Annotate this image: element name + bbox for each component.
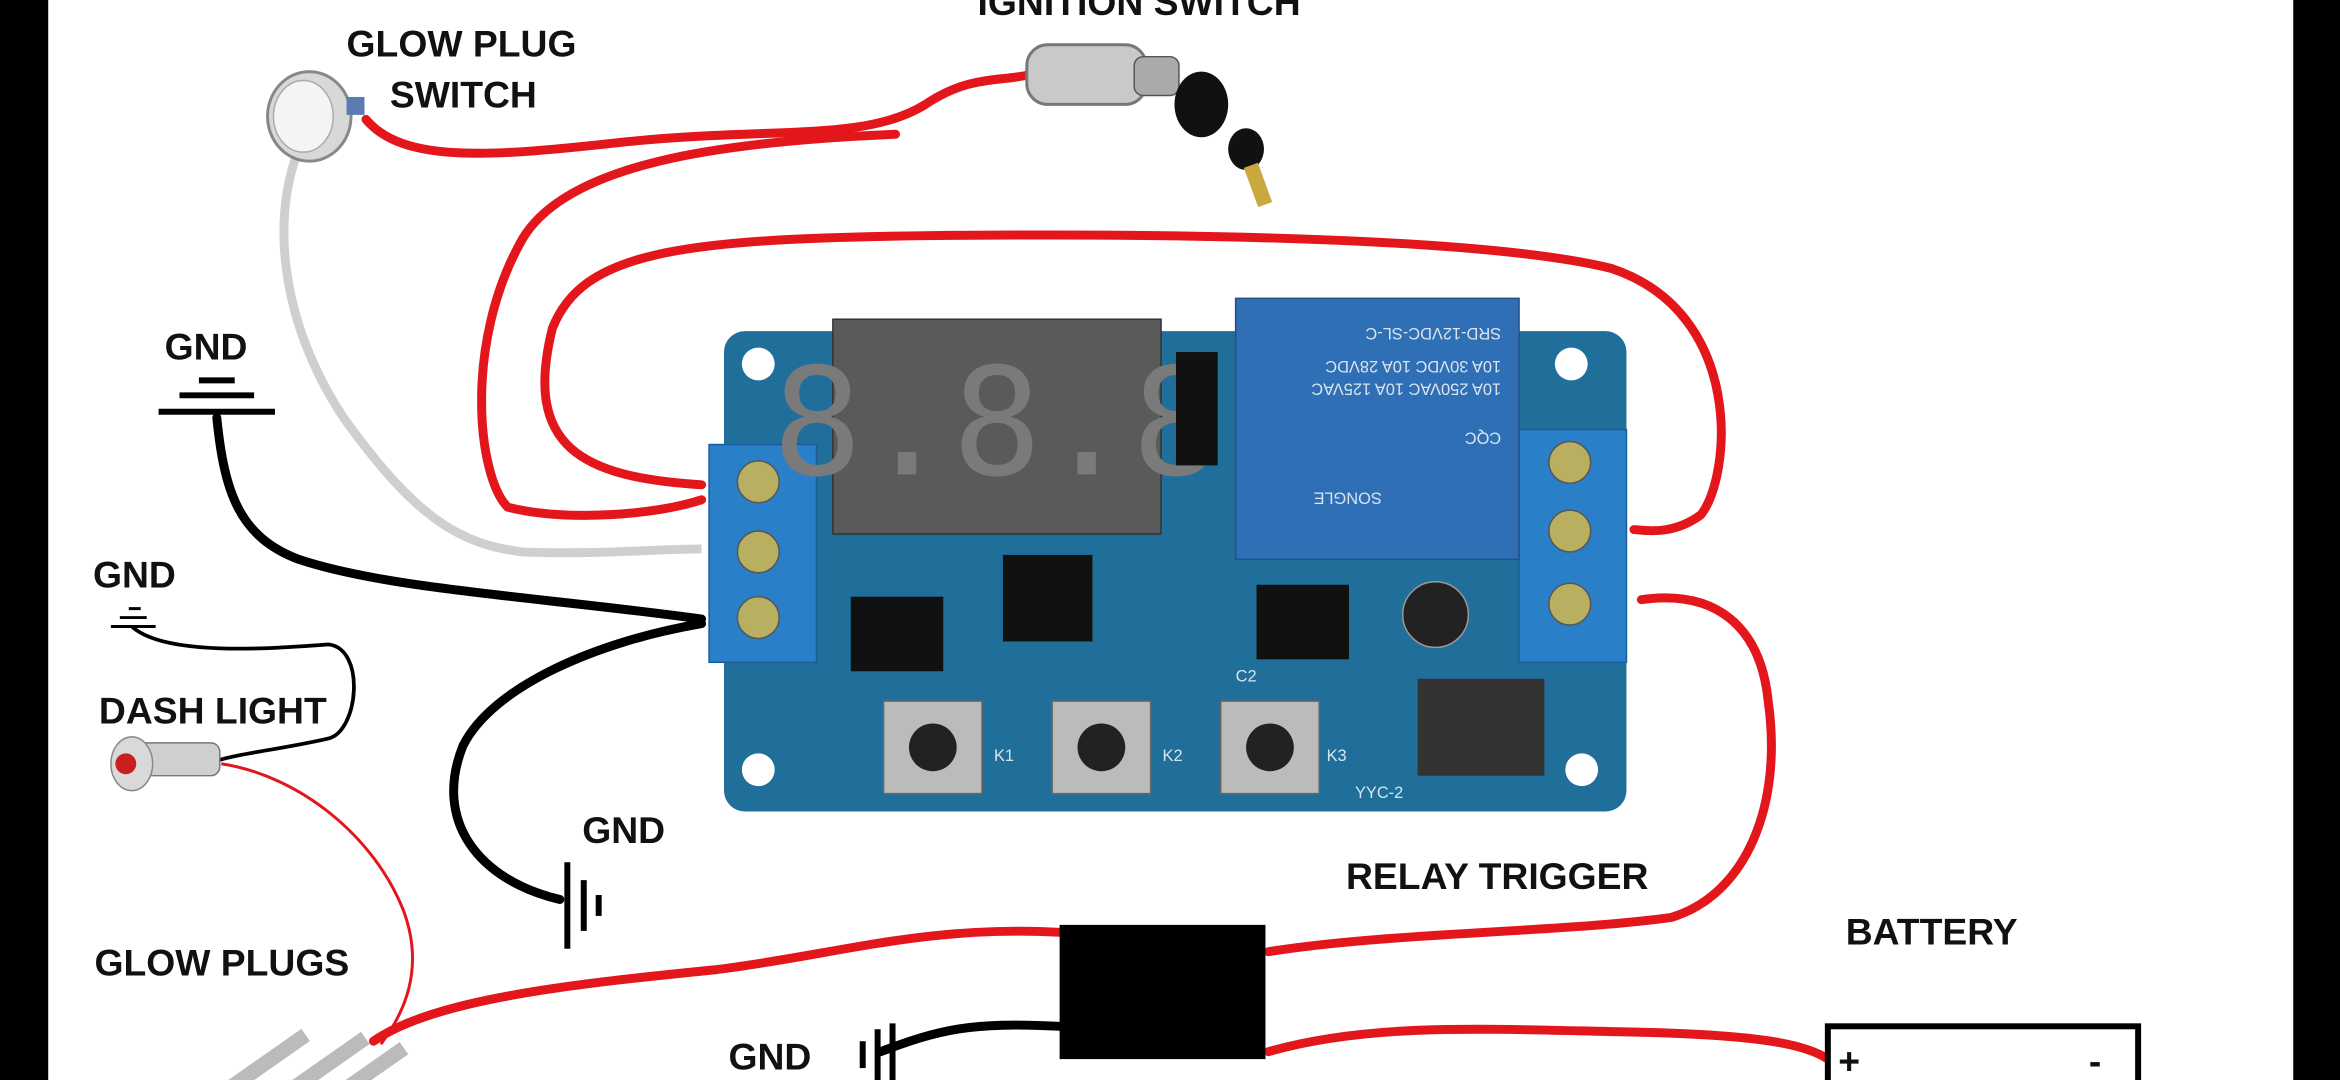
display-readout: 8.8.8 [772, 337, 1221, 510]
gnd-symbol-dash [110, 607, 156, 629]
wires [130, 70, 1833, 1064]
wire-trigger-to-glow-plugs [368, 926, 1065, 1046]
wire-ground-top [212, 413, 707, 624]
label-battery: BATTERY [1846, 910, 2018, 952]
wire-ground-relay [876, 1020, 1065, 1057]
label-gnd-dash: GND [93, 554, 176, 596]
capacitor-label: C2 [1236, 668, 1257, 686]
optocoupler-2 [1256, 584, 1350, 660]
relay-trigger-box [1059, 924, 1266, 1060]
relay-rating-2: 10A 250VAC 10A 125VAC [1311, 379, 1501, 397]
capacitor [1401, 581, 1470, 649]
diode [1175, 352, 1218, 466]
wire-glow-switch-to-board [279, 147, 702, 558]
relay [1234, 297, 1520, 561]
wire-relay-to-trigger [1263, 593, 1776, 957]
svg-text:K1: K1 [994, 747, 1014, 765]
label-dash-light: DASH LIGHT [99, 689, 327, 731]
gnd-symbol-relay [859, 1023, 896, 1080]
ic-chip [1002, 554, 1093, 642]
timer-relay-board: 8.8.8 SRD-12VDC-SL-C 10A 30VDC 10A 28VDC… [708, 297, 1628, 812]
ignition-switch-icon [1025, 43, 1273, 208]
wire-loop-board-top [540, 230, 1726, 536]
relay-model: SRD-12VDC-SL-C [1365, 324, 1501, 342]
wire-dash-light-to-glow-plugs [221, 762, 414, 1046]
wire-ignition-to-board [477, 129, 900, 520]
labels: IGNITION SWITCH GLOW PLUG SWITCH GND GND… [93, 0, 2018, 1078]
glow-plugs-icon [228, 1028, 409, 1080]
label-glow-plugs: GLOW PLUGS [94, 942, 349, 984]
relay-cert: CQC [1465, 429, 1502, 447]
label-ignition-switch: IGNITION SWITCH [978, 0, 1301, 23]
battery-plus-label: + [1838, 1040, 1860, 1080]
glow-plug-switch-icon [266, 70, 365, 163]
wire-dash-light-ground [130, 625, 356, 763]
button-k2: K2 [1051, 700, 1183, 795]
wire-trigger-to-battery [1263, 1024, 1833, 1064]
svg-text:K2: K2 [1163, 747, 1183, 765]
battery-minus-label: - [2089, 1040, 2101, 1080]
button-k1: K1 [882, 700, 1014, 795]
board-id: YYC-2 [1355, 784, 1403, 802]
wire-ground-board [449, 619, 707, 904]
button-k3: K3 [1219, 700, 1347, 795]
dash-light-icon [110, 736, 221, 792]
relay-brand: SONGLE [1313, 488, 1381, 506]
label-gnd-top: GND [165, 326, 248, 368]
optocoupler [850, 596, 944, 672]
terminal-block-right [1518, 428, 1628, 664]
battery: + - [1824, 1023, 2142, 1080]
label-gnd-board: GND [582, 809, 665, 851]
svg-text:K3: K3 [1327, 747, 1347, 765]
label-glow-plug-switch-2: SWITCH [390, 73, 537, 115]
wire-glow-switch-to-ignition [361, 70, 1035, 158]
connector [1417, 678, 1545, 776]
label-glow-plug-switch-1: GLOW PLUG [347, 23, 577, 65]
seven-segment-display [832, 318, 1162, 535]
gnd-symbol-top [158, 377, 275, 415]
label-relay-trigger: RELAY TRIGGER [1346, 855, 1649, 897]
label-gnd-relay: GND [728, 1036, 811, 1078]
relay-rating-1: 10A 30VDC 10A 28VDC [1325, 357, 1501, 375]
terminal-block-left [708, 443, 818, 664]
gnd-symbol-board [564, 862, 602, 949]
